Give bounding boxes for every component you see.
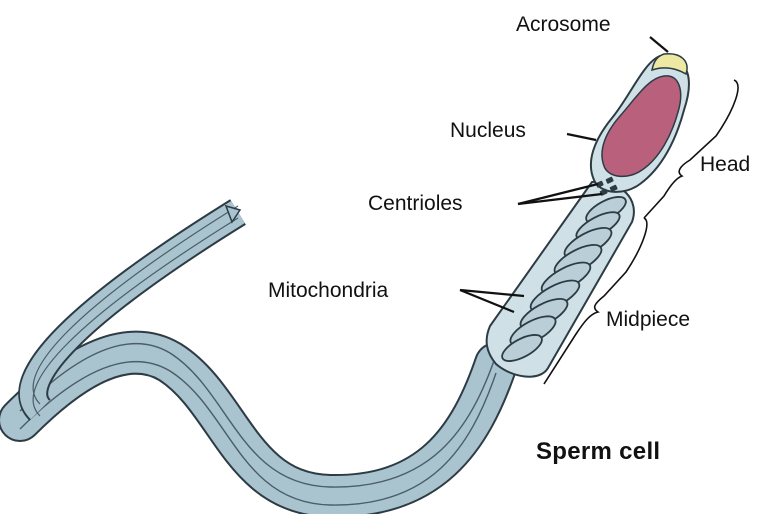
acrosome-pointer [650,37,668,52]
acrosome-label: Acrosome [516,14,611,35]
nucleus [602,76,681,177]
head-label: Head [700,154,750,175]
diagram-title: Sperm cell [536,440,660,464]
head [591,54,689,192]
centrioles-label: Centrioles [368,193,463,214]
tail [20,206,496,505]
midpiece-label: Midpiece [606,309,690,330]
nucleus-pointer [567,134,596,140]
nucleus-label: Nucleus [450,120,526,141]
mitochondria-label: Mitochondria [268,280,388,301]
